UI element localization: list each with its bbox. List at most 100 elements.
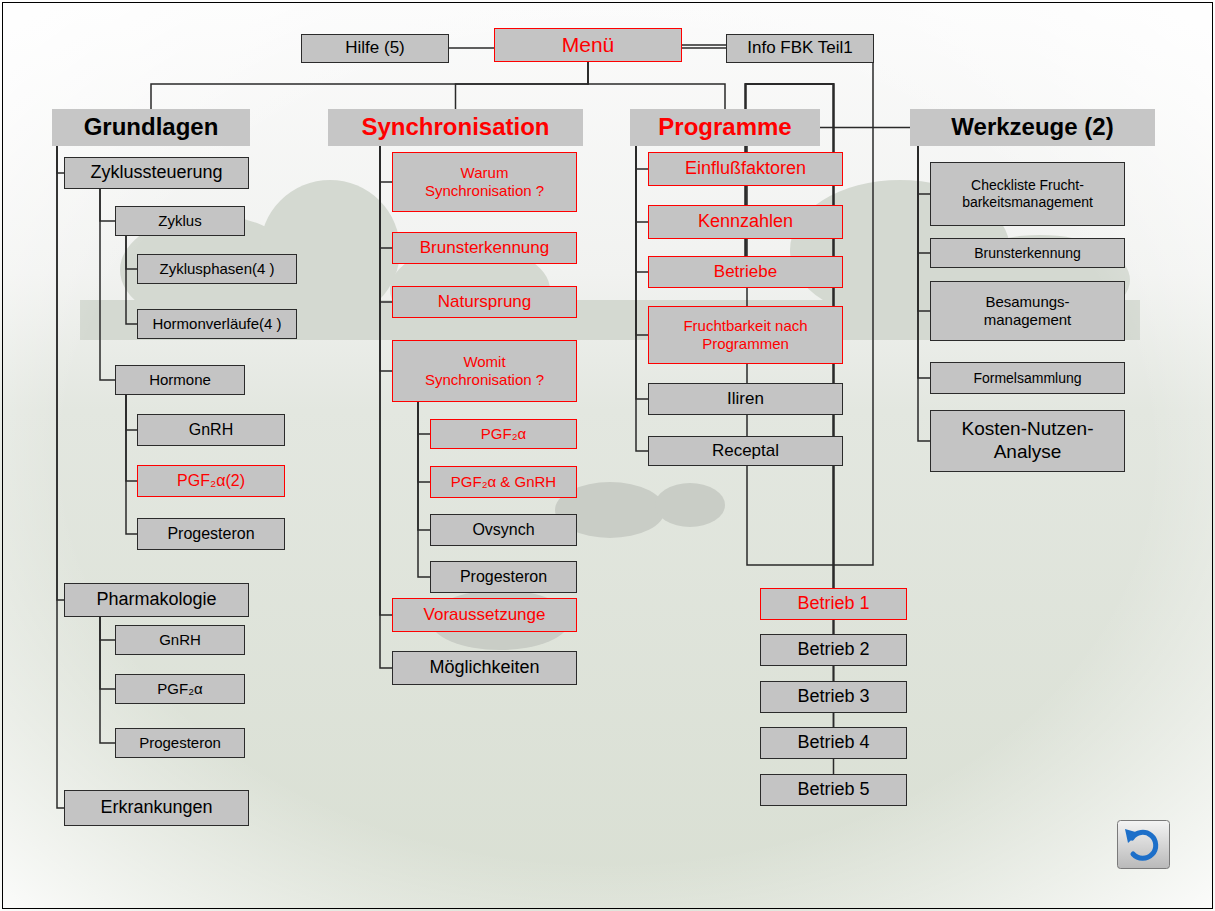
tree-connector (418, 402, 430, 482)
tree-connector (126, 395, 137, 481)
active-menu-box: PGF₂α (430, 419, 577, 449)
active-menu-box: Kennzahlen (648, 205, 843, 239)
menu-label: Betrieb 5 (797, 779, 869, 801)
return-arrowhead (1125, 829, 1139, 843)
menu-box: Ovsynch (430, 514, 577, 546)
column-header: Werkzeuge (2) (910, 109, 1155, 146)
menu-box: Receptal (648, 436, 843, 466)
menu-box: Progesteron (137, 518, 285, 550)
tree-connector (57, 146, 64, 173)
tree-connector (636, 146, 648, 399)
menu-box: Zyklus (115, 206, 245, 236)
menu-box: Progesteron (115, 728, 245, 758)
menu-label: Zyklus (158, 212, 201, 230)
tree-connector (380, 146, 392, 302)
menu-label: Voraussetzunge (424, 605, 546, 625)
menu-label: Formelsammlung (973, 370, 1081, 387)
menu-label: Grundlagen (84, 113, 219, 142)
tree-connector (588, 62, 725, 109)
menu-label: PGF₂α (157, 680, 202, 698)
frame (3, 3, 1213, 909)
menu-label: Einflußfaktoren (685, 158, 806, 180)
menu-box: Zyklussteuerung (64, 157, 249, 189)
menu-label: Iliren (727, 389, 764, 409)
menu-label: Möglichkeiten (429, 657, 539, 679)
tree-connector (636, 146, 648, 222)
menu-box: Möglichkeiten (392, 651, 577, 685)
tree-connector (918, 146, 930, 194)
menu-box: Zyklusphasen(4 ) (137, 254, 297, 284)
active-column-header: Synchronisation (328, 109, 583, 146)
menu-label: PGF₂α(2) (177, 471, 245, 490)
tree-connector (456, 62, 589, 109)
tree-connector (918, 146, 930, 311)
menu-label: Brunsterkennung (974, 245, 1081, 262)
menu-label: Pharmakologie (96, 589, 216, 611)
tree-connector (126, 236, 137, 269)
tree-connector (636, 146, 648, 335)
menu-label: Info FBK Teil1 (747, 38, 853, 58)
menu-label: Ovsynch (472, 520, 534, 539)
menu-label: Progesteron (167, 524, 254, 543)
menu-label: GnRH (189, 420, 233, 439)
active-menu-box: PGF₂α & GnRH (430, 466, 577, 498)
menu-label: Womit Synchronisation ? (415, 353, 555, 389)
menu-box: Betrieb 4 (760, 727, 907, 759)
tree-connector (746, 84, 834, 774)
tree-connector (151, 62, 588, 109)
tree-connector (418, 402, 430, 434)
tree-connector (418, 402, 430, 577)
active-menu-box: Einflußfaktoren (648, 152, 843, 186)
menu-label: Betrieb 4 (797, 732, 869, 754)
tree-connector (57, 146, 64, 808)
active-column-header: Programme (630, 109, 820, 146)
tree-connector (100, 617, 115, 689)
menu-box: Brunsterkennung (930, 238, 1125, 268)
menu-box: Betrieb 5 (760, 774, 907, 806)
active-menu-box: PGF₂α(2) (137, 465, 285, 497)
tree-connector (100, 189, 115, 380)
menu-label: Kennzahlen (698, 211, 793, 233)
menu-box: Info FBK Teil1 (726, 34, 874, 63)
tree-connector (126, 395, 137, 534)
menu-label: Brunsterkennung (420, 238, 549, 258)
menu-label: Betrieb 2 (797, 639, 869, 661)
active-menu-box: Natursprung (392, 286, 577, 318)
button-face (1118, 821, 1170, 869)
menu-label: Natursprung (438, 292, 532, 312)
tree-connector (100, 617, 115, 743)
active-menu-box: Warum Synchronisation ? (392, 152, 577, 212)
tree-connector (380, 146, 392, 668)
active-menu-box: Betriebe (648, 256, 843, 288)
tree-connector (100, 617, 115, 640)
menu-box: Iliren (648, 383, 843, 415)
column-header: Grundlagen (52, 109, 250, 146)
tree-connector (636, 146, 648, 272)
tree-connector (918, 146, 930, 253)
tree-connector (126, 236, 137, 324)
tree-connector (100, 189, 115, 221)
menu-label: Besamungs- management (973, 293, 1083, 329)
menu-box: Erkrankungen (64, 790, 249, 826)
menu-label: Hormonverläufe(4 ) (152, 315, 281, 333)
menu-label: GnRH (159, 631, 201, 649)
menu-label: Erkrankungen (100, 797, 212, 819)
active-menu-box: Brunsterkennung (392, 232, 577, 264)
menu-label: Programme (658, 113, 791, 142)
menu-box: Hormone (115, 365, 245, 395)
tree-connector (636, 146, 648, 169)
menu-label: Kosten-Nutzen- Analyse (953, 418, 1103, 464)
menu-label: PGF₂α (481, 425, 526, 443)
menu-label: Menü (562, 32, 615, 57)
menu-box: Betrieb 2 (760, 634, 907, 666)
tree-connector (418, 402, 430, 530)
menu-label: Warum Synchronisation ? (415, 164, 555, 200)
active-menu-box: Voraussetzunge (392, 598, 577, 632)
menu-label: PGF₂α & GnRH (451, 473, 556, 491)
menu-label: Synchronisation (361, 113, 549, 142)
menu-label: Checkliste Frucht- barkeitsmanagement (943, 177, 1113, 211)
